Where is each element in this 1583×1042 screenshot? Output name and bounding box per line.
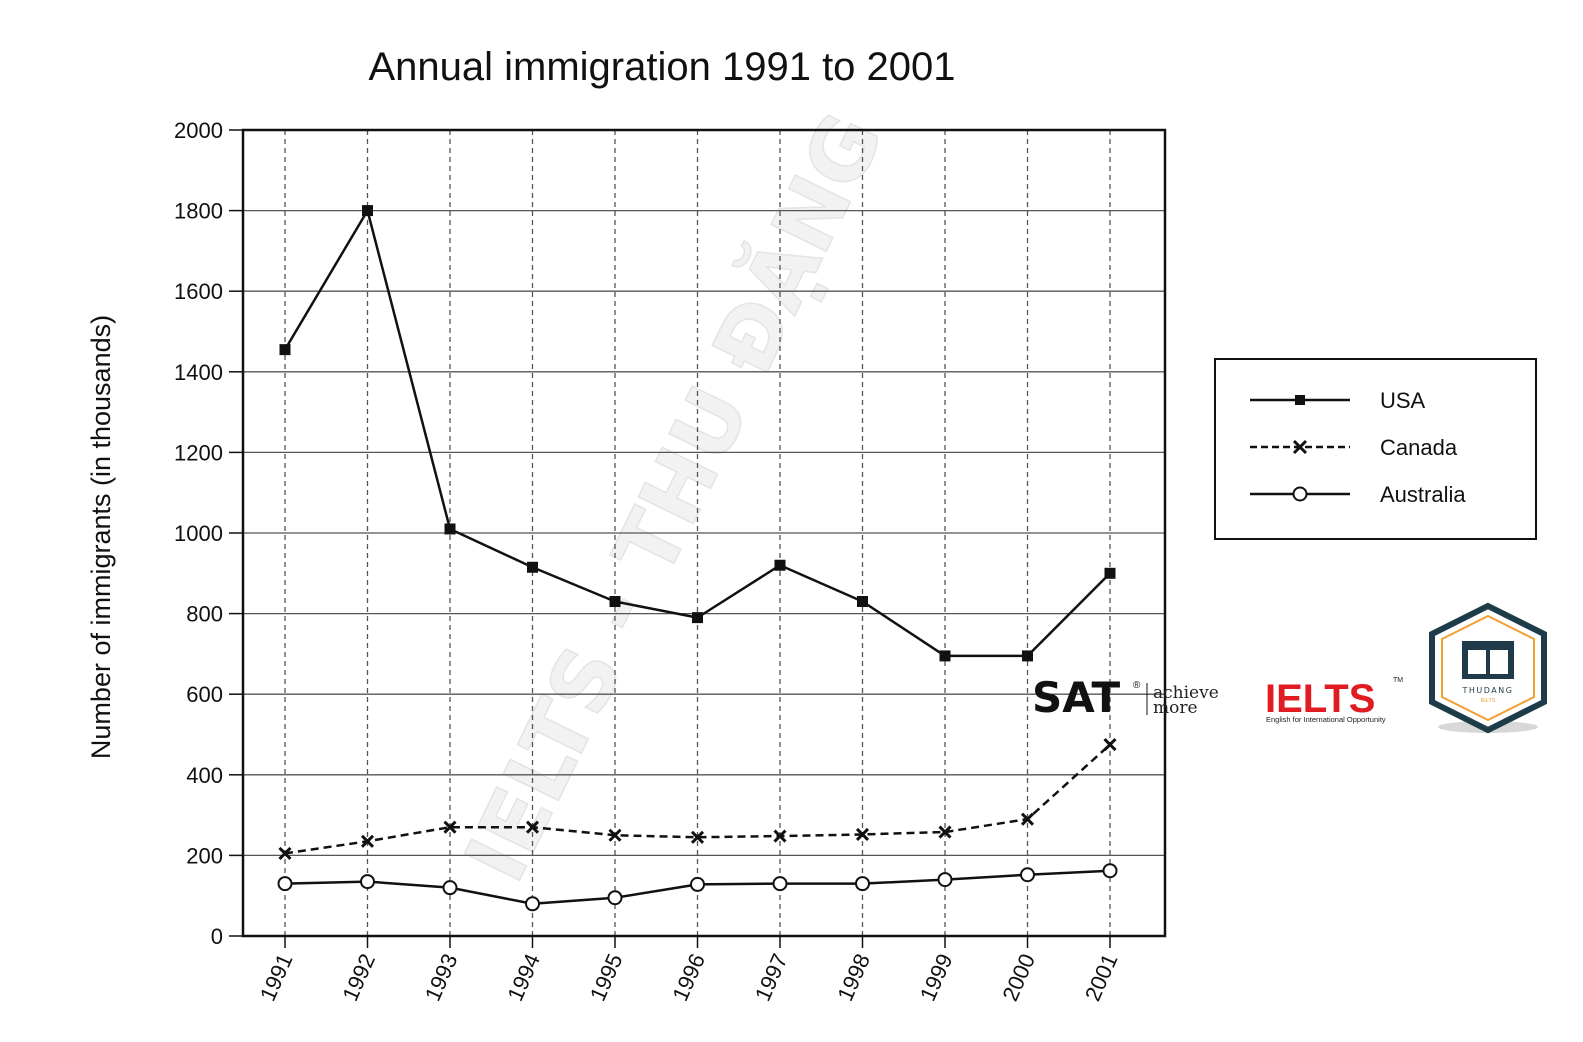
y-tick-label-800: 800 [186,602,223,627]
point-australia-1991 [277,876,293,892]
badge-inner-ring [1441,614,1535,722]
legend-usa-marker [1295,395,1305,405]
y-tick-label-1000: 1000 [174,521,223,546]
x-tick-label-1999: 1999 [915,950,958,1005]
point-australia-1993 [442,880,458,896]
point-canada-1992 [360,834,375,848]
y-tick-label-1400: 1400 [174,360,223,385]
legend-australia-marker [1292,486,1308,502]
point-usa-1995 [609,596,621,608]
legend-usa-label: USA [1380,388,1426,413]
x-tick-label-1996: 1996 [667,950,710,1005]
sat-registered: ® [1133,680,1141,691]
legend-canada-marker [1292,439,1308,455]
point-canada-1999 [938,825,952,839]
chart-title: Annual immigration 1991 to 2001 [368,45,955,89]
point-usa-1998 [857,596,868,608]
legend-item-australia: Australia [1250,482,1466,507]
point-usa-1993 [444,523,456,535]
point-canada-2001 [1103,738,1117,752]
legend-item-usa: USA [1250,388,1426,413]
plot-frame [241,128,1167,938]
point-australia-1995 [607,890,623,906]
x-tick-label-1991: 1991 [255,950,298,1005]
y-axis-label: Number of immigrants (in thousands) [86,315,116,759]
x-tick-label-2000: 2000 [997,950,1040,1005]
legend-australia-label: Australia [1380,482,1466,507]
point-usa-1996 [692,612,703,624]
badge-text-1: THUDANG [1462,686,1514,695]
point-usa-2001 [1104,567,1116,579]
point-canada-1997 [773,829,787,843]
watermark: IELTS - THU ĐẶNG [443,97,902,897]
x-tick-label-1992: 1992 [337,950,380,1005]
point-canada-1991 [278,846,292,860]
point-usa-1991 [279,344,291,356]
y-tick-label-200: 200 [186,843,223,868]
x-tick-label-1993: 1993 [420,950,463,1005]
point-australia-1992 [360,874,375,890]
ielts-wordmark: IELTS [1265,677,1375,721]
legend-box [1214,358,1537,540]
book-icon [1462,641,1514,679]
ielts-tagline: English for International Opportunity [1266,715,1386,724]
point-australia-2001 [1102,863,1118,879]
point-canada-1994 [525,820,540,834]
y-tick-label-1800: 1800 [174,199,223,224]
legend: USA Canada Australia [1214,358,1537,540]
legend-canada-label: Canada [1380,435,1458,460]
y-tick-label-1600: 1600 [174,279,223,304]
thudang-badge: THUDANG IELTS [1429,602,1547,734]
point-australia-1999 [937,872,953,888]
sat-tagline-1: achieve [1153,683,1219,703]
point-canada-1993 [443,820,457,834]
point-usa-1999 [939,650,951,662]
point-australia-1996 [690,876,705,892]
point-australia-1994 [525,896,540,912]
y-tick-label-600: 600 [186,682,223,707]
point-usa-1992 [362,205,373,217]
point-canada-1998 [855,827,870,842]
point-canada-2000 [1020,812,1035,826]
y-tick-label-0: 0 [211,924,223,949]
series [277,205,1118,912]
x-tick-label-1995: 1995 [585,950,628,1005]
badge-text-2: IELTS [1481,698,1496,704]
sat-wordmark: SAT [1032,673,1120,722]
x-tick-label-2001: 2001 [1080,950,1123,1005]
y-tick-label-2000: 2000 [174,118,223,143]
point-australia-2000 [1020,867,1035,883]
watermark-text: IELTS - THU ĐẶNG [444,98,902,896]
point-canada-1996 [690,830,705,844]
x-tick-label-1997: 1997 [750,950,793,1005]
ielts-trademark: TM [1393,677,1403,684]
y-tick-label-1200: 1200 [174,440,223,465]
point-australia-1998 [855,876,870,892]
ielts-logo: IELTS TM English for International Oppor… [1265,677,1403,724]
x-tick-label-1994: 1994 [502,950,545,1005]
y-tick-label-400: 400 [186,763,223,788]
x-tick-label-1998: 1998 [832,950,875,1005]
point-usa-1994 [527,561,538,573]
point-australia-1997 [772,876,788,892]
series-line-canada [284,743,1111,855]
sat-logo: SAT ® achieve more [1032,673,1219,722]
point-usa-2000 [1022,650,1033,662]
point-usa-1997 [774,559,786,571]
sat-tagline-2: more [1153,698,1198,718]
legend-item-canada: Canada [1250,435,1458,460]
point-canada-1995 [608,828,622,842]
grid [243,130,1165,936]
